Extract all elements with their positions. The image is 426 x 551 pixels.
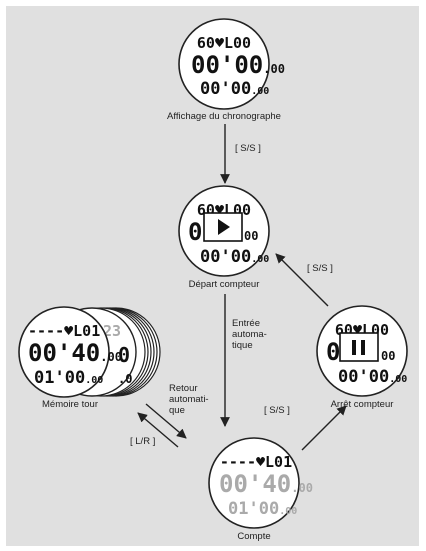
- node-memoire-tour: 23 0 .0 ----♥L01 00'40.00 01'00.00: [18, 306, 161, 398]
- ghost-line-1: 23: [103, 322, 121, 340]
- display-line-1: ----♥L01: [220, 453, 292, 471]
- watch-face: [18, 306, 110, 398]
- display-line-2: 00'00.00: [191, 51, 285, 79]
- watch-face: [208, 437, 300, 529]
- pause-icon-bar-1: [352, 340, 356, 355]
- label-compte: Compte: [237, 531, 271, 542]
- arrow-memoire-to-compte: [145, 403, 187, 439]
- display-line-3: 00'00.00: [200, 247, 269, 267]
- play-icon: [218, 219, 230, 235]
- display-line-3: 01'00.00: [228, 499, 297, 519]
- arrow-label-retour-auto: Retour automati-que: [169, 383, 209, 416]
- label-arret-compteur: Arrêt compteur: [330, 399, 394, 410]
- arrow-compte-to-arret: [301, 405, 347, 451]
- label-depart-compteur: Départ compteur: [188, 279, 260, 290]
- arrow-label-lr: [ L/R ]: [130, 436, 156, 447]
- display-line-2: 00'40.00: [28, 339, 122, 367]
- node-chronographe: 60♥L00 00'00.00 00'00.00: [178, 18, 285, 110]
- arrow-label-entree-auto: Entrée automa-tique: [232, 318, 267, 351]
- label-affichage-chronographe: Affichage du chronographe: [167, 111, 281, 122]
- flow-diagram: 60♥L00 00'00.00 00'00.00 60♥L00 0 00 00'…: [18, 18, 408, 529]
- display-line-3: 01'00.00: [34, 368, 103, 388]
- pause-box: [339, 332, 379, 362]
- arrow-arret-to-depart: [275, 253, 329, 307]
- display-line-2: 00'40.00: [219, 470, 313, 498]
- label-memoire-tour: Mémoire tour: [42, 399, 98, 410]
- display-line-3: 00'00.00: [338, 367, 407, 387]
- display-line-2-small: 00: [244, 229, 258, 243]
- display-line-1: 60♥L00: [197, 34, 251, 52]
- watch-face: [178, 18, 270, 110]
- arrow-compte-to-memoire: [137, 412, 179, 448]
- arrow-label-ss-up: [ S/S ]: [264, 405, 290, 416]
- display-line-2-lead: 0: [188, 218, 202, 246]
- pause-icon-bar-2: [361, 340, 365, 355]
- display-line-2-small: 00: [381, 349, 395, 363]
- arrow-label-ss-down: [ S/S ]: [235, 143, 261, 154]
- node-compte: ----♥L01 00'40.00 01'00.00: [208, 437, 313, 529]
- diagram-panel: 60♥L00 00'00.00 00'00.00 60♥L00 0 00 00'…: [6, 6, 419, 546]
- ghost-line-2: 0: [118, 343, 130, 367]
- display-line-1: ----♥L01: [28, 322, 100, 340]
- node-arret-compteur: 60♥L00 0 00 00'00.00: [316, 305, 408, 397]
- node-depart-compteur: 60♥L00 0 00 00'00.00: [178, 185, 270, 277]
- display-line-2-lead: 0: [326, 338, 340, 366]
- arrow-label-ss-back: [ S/S ]: [307, 263, 333, 274]
- ghost-line-3: .0: [118, 372, 132, 386]
- display-line-3: 00'00.00: [200, 79, 269, 99]
